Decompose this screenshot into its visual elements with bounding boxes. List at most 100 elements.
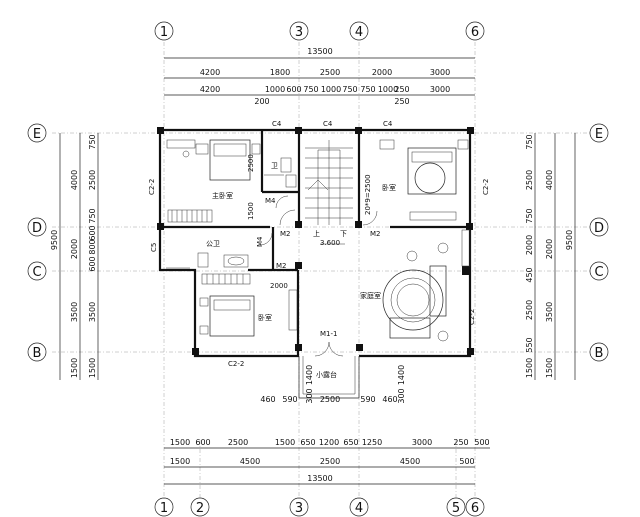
svg-text:750: 750 xyxy=(525,208,534,223)
axis-bubble-bottom-1: 1 xyxy=(154,497,174,517)
master-bedroom: 主卧室 2500 1500 xyxy=(166,139,261,223)
svg-text:450: 450 xyxy=(525,267,534,282)
svg-text:4200: 4200 xyxy=(200,85,220,94)
axis-bubbles: 1 3 4 6 1 2 3 4 5 6 E D C B E D C B xyxy=(27,21,609,517)
svg-text:主卧室: 主卧室 xyxy=(212,191,233,200)
svg-text:4: 4 xyxy=(355,501,363,516)
svg-text:1800: 1800 xyxy=(270,68,290,77)
svg-text:3500: 3500 xyxy=(88,302,97,322)
svg-text:D: D xyxy=(32,221,42,236)
wc-room: 卫 M4 xyxy=(264,157,297,205)
svg-text:B: B xyxy=(33,346,42,361)
svg-text:750: 750 xyxy=(360,85,375,94)
svg-text:750: 750 xyxy=(342,85,357,94)
svg-text:1400: 1400 xyxy=(397,365,406,385)
public-wc-room: 公卫 xyxy=(166,240,249,269)
svg-text:2500: 2500 xyxy=(247,154,255,172)
svg-text:650: 650 xyxy=(343,438,358,447)
svg-text:750: 750 xyxy=(88,208,97,223)
svg-text:600: 600 xyxy=(286,85,301,94)
walls xyxy=(157,127,474,358)
axis-bubble-right-E: E xyxy=(589,123,609,143)
svg-text:13500: 13500 xyxy=(307,474,332,483)
svg-text:4000: 4000 xyxy=(70,170,79,190)
svg-text:200: 200 xyxy=(254,97,269,106)
dimensions-right: 750 2500 750 2000 450 2500 550 1500 4000… xyxy=(525,133,576,380)
svg-text:小露台: 小露台 xyxy=(316,370,337,379)
dimensions-top: 13500 4200 1800 2500 2000 3000 4200 1000… xyxy=(164,47,475,106)
axis-bubble-left-C: C xyxy=(27,261,47,281)
bedroom-left: 卧室 2000 xyxy=(199,273,298,337)
svg-text:600: 600 xyxy=(88,225,97,240)
svg-text:2500: 2500 xyxy=(228,438,248,447)
svg-text:2500: 2500 xyxy=(320,395,340,404)
axis-bubble-top-3: 3 xyxy=(289,21,309,41)
svg-text:C: C xyxy=(594,265,603,280)
svg-text:E: E xyxy=(595,127,603,142)
axis-bubble-top-1: 1 xyxy=(154,21,174,41)
svg-text:4: 4 xyxy=(355,25,363,40)
svg-text:E: E xyxy=(33,127,41,142)
svg-text:590: 590 xyxy=(360,395,375,404)
axis-bubble-right-D: D xyxy=(589,217,609,237)
svg-text:1500: 1500 xyxy=(525,358,534,378)
svg-text:1400: 1400 xyxy=(305,365,314,385)
svg-text:下: 下 xyxy=(340,230,347,238)
svg-text:2000: 2000 xyxy=(70,239,79,259)
svg-text:4500: 4500 xyxy=(240,457,260,466)
svg-text:1500: 1500 xyxy=(170,438,190,447)
svg-text:上: 上 xyxy=(313,229,320,238)
svg-text:250: 250 xyxy=(394,97,409,106)
svg-text:1500: 1500 xyxy=(275,438,295,447)
svg-text:800: 800 xyxy=(88,239,97,254)
svg-text:650: 650 xyxy=(300,438,315,447)
svg-text:9500: 9500 xyxy=(50,230,59,250)
dimensions-left: 9500 4000 2000 3500 1500 750 2500 750 60… xyxy=(50,133,99,380)
svg-text:6: 6 xyxy=(471,501,479,516)
svg-text:C4: C4 xyxy=(383,120,393,128)
svg-text:M2: M2 xyxy=(280,230,291,238)
svg-text:M2: M2 xyxy=(276,262,287,270)
svg-text:1500: 1500 xyxy=(170,457,190,466)
svg-text:1500: 1500 xyxy=(70,358,79,378)
svg-text:1: 1 xyxy=(160,25,168,40)
svg-text:3000: 3000 xyxy=(430,68,450,77)
svg-text:1000: 1000 xyxy=(265,85,285,94)
svg-text:6: 6 xyxy=(471,25,479,40)
svg-text:2500: 2500 xyxy=(525,300,534,320)
svg-text:公卫: 公卫 xyxy=(206,240,220,248)
svg-text:500: 500 xyxy=(459,457,474,466)
svg-text:1000: 1000 xyxy=(378,85,398,94)
svg-text:4000: 4000 xyxy=(545,170,554,190)
svg-text:20*9=2500: 20*9=2500 xyxy=(364,174,372,215)
svg-text:1000: 1000 xyxy=(321,85,341,94)
svg-text:1500: 1500 xyxy=(88,358,97,378)
svg-text:300: 300 xyxy=(397,388,406,403)
axis-grid xyxy=(52,42,592,500)
svg-text:C4: C4 xyxy=(272,120,282,128)
svg-text:卫: 卫 xyxy=(271,162,278,170)
svg-text:750: 750 xyxy=(525,134,534,149)
svg-text:750: 750 xyxy=(88,134,97,149)
svg-text:250: 250 xyxy=(453,438,468,447)
svg-text:1500: 1500 xyxy=(545,358,554,378)
svg-text:3: 3 xyxy=(295,501,303,516)
svg-text:250: 250 xyxy=(394,85,409,94)
axis-bubble-left-B: B xyxy=(27,342,47,362)
svg-text:B: B xyxy=(595,346,604,361)
axis-bubble-bottom-2: 2 xyxy=(190,497,210,517)
svg-text:13500: 13500 xyxy=(307,47,332,56)
svg-text:2500: 2500 xyxy=(88,170,97,190)
opening-tags: C4 C4 C4 C2-2 C2-2 C2-2 C2-2 M4 M2 M2 M2… xyxy=(148,120,490,368)
svg-text:2000: 2000 xyxy=(525,235,534,255)
svg-text:5: 5 xyxy=(452,501,460,516)
svg-text:卧室: 卧室 xyxy=(258,313,272,322)
staircase: 上 下 3.600 20*9=2500 xyxy=(305,140,372,247)
svg-text:D: D xyxy=(594,221,604,236)
svg-text:M4: M4 xyxy=(256,236,264,247)
svg-text:3500: 3500 xyxy=(545,302,554,322)
svg-text:2: 2 xyxy=(196,501,204,516)
svg-text:M4: M4 xyxy=(265,197,276,205)
axis-bubble-right-C: C xyxy=(589,261,609,281)
svg-text:2500: 2500 xyxy=(320,457,340,466)
